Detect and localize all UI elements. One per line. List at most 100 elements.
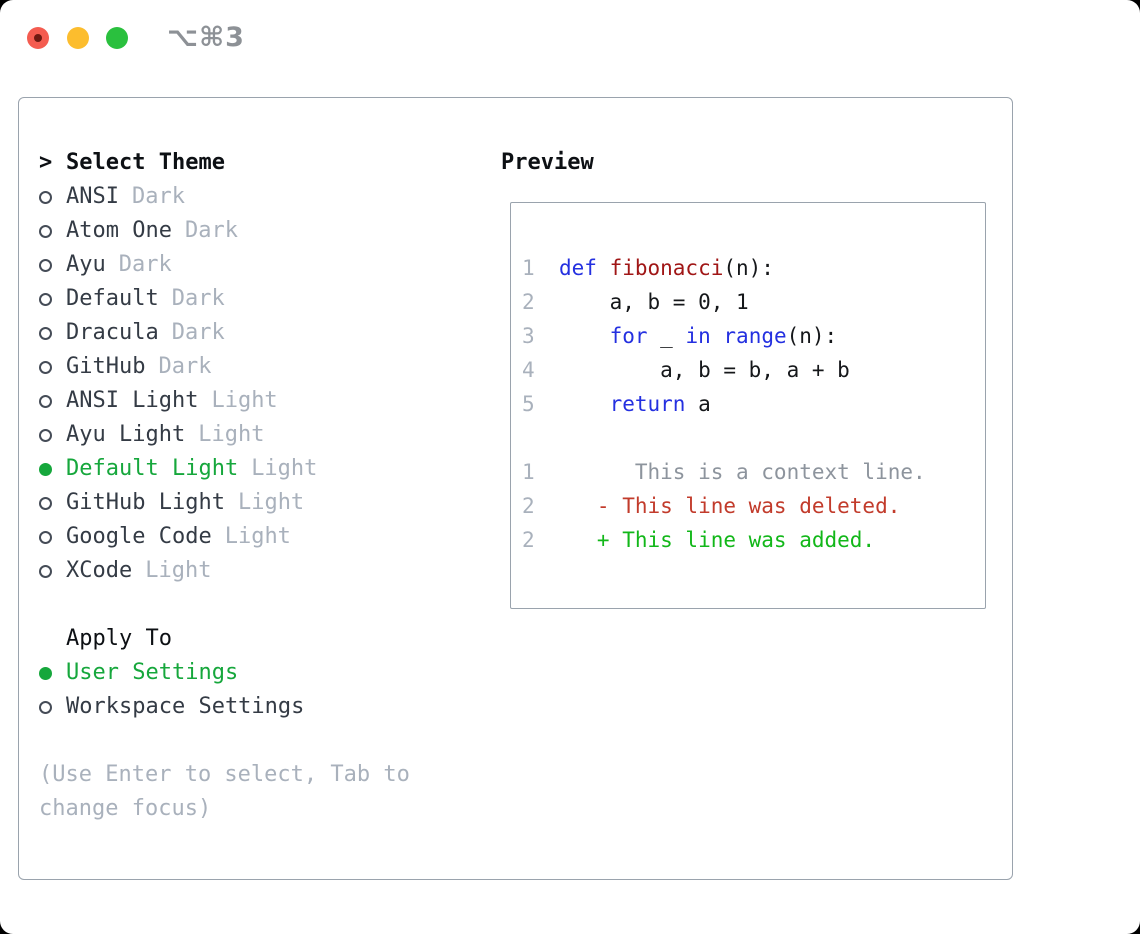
code-token: fibonacci <box>609 256 724 280</box>
code-line: 5 return a <box>522 387 975 421</box>
radio-icon <box>39 530 52 544</box>
option-variant-label: Light <box>224 524 291 549</box>
radio-icon <box>39 496 52 510</box>
prompt-icon: > <box>39 150 53 175</box>
radio-icon <box>39 292 52 306</box>
theme-list-title: Select Theme <box>66 150 225 175</box>
option-variant-label: Light <box>211 388 278 413</box>
option-label: ANSI Light <box>66 388 199 413</box>
code-line: 1 This is a context line. <box>522 455 975 489</box>
theme-list-header: > Select Theme <box>39 146 317 180</box>
option-label: User Settings <box>66 660 239 685</box>
code-token <box>559 392 610 416</box>
code-token: in <box>685 324 711 348</box>
code-token: a, b = 0, 1 <box>559 290 749 314</box>
theme-option[interactable]: Default Light Light <box>39 452 317 486</box>
code-token: - This line was deleted. <box>559 494 901 518</box>
code-token: a, b = b, a + b <box>559 358 850 382</box>
theme-option[interactable]: Google Code Light <box>39 520 317 554</box>
radio-icon <box>39 258 52 272</box>
code-token: (n): <box>723 256 774 280</box>
option-label: Google Code <box>66 524 212 549</box>
code-token <box>559 324 610 348</box>
option-variant-label: Dark <box>118 252 172 277</box>
option-variant-label: Dark <box>184 218 238 243</box>
theme-option[interactable]: ANSI Light Light <box>39 384 317 418</box>
theme-option[interactable]: Ayu Light Light <box>39 418 317 452</box>
code-token: a <box>685 392 711 416</box>
line-number: 2 <box>522 528 535 552</box>
radio-selected-icon <box>39 462 52 476</box>
code-token: (n): <box>786 324 838 348</box>
option-variant-label: Dark <box>171 286 225 311</box>
close-dot-icon <box>34 34 42 42</box>
line-number: 4 <box>522 358 535 382</box>
option-label: GitHub <box>66 354 146 379</box>
option-label: Ayu <box>66 252 106 277</box>
theme-option[interactable]: XCode Light <box>39 554 317 588</box>
option-label: Workspace Settings <box>66 694 305 719</box>
line-number: 3 <box>522 324 535 348</box>
code-token: return <box>609 392 686 416</box>
apply-to-header: Apply To <box>39 622 304 656</box>
option-variant-label: Light <box>237 490 305 515</box>
theme-option[interactable]: Atom One Dark <box>39 214 317 248</box>
apply-to-option[interactable]: Workspace Settings <box>39 690 304 724</box>
option-variant-label: Dark <box>131 184 185 209</box>
radio-icon <box>39 190 52 204</box>
radio-icon <box>39 326 52 340</box>
apply-to-option[interactable]: User Settings <box>39 656 304 690</box>
code-line: 4 a, b = b, a + b <box>522 353 975 387</box>
option-label: Default Light <box>66 456 239 481</box>
radio-selected-icon <box>39 666 52 680</box>
preview-title: Preview <box>501 150 594 175</box>
line-number: 1 <box>522 460 535 484</box>
radio-icon <box>39 428 52 442</box>
theme-option[interactable]: Default Dark <box>39 282 317 316</box>
code-line: 2 + This line was added. <box>522 523 975 557</box>
code-line: 2 a, b = 0, 1 <box>522 285 975 319</box>
radio-icon <box>39 394 52 408</box>
line-number: 2 <box>522 290 535 314</box>
close-button[interactable] <box>27 27 49 49</box>
option-label: Atom One <box>66 218 172 243</box>
theme-option[interactable]: Ayu Dark <box>39 248 317 282</box>
code-token: for <box>609 324 648 348</box>
apply-to-title: Apply To <box>66 626 172 651</box>
option-variant-label: Light <box>145 558 212 583</box>
help-text: (Use Enter to select, Tab to change focu… <box>39 762 410 821</box>
line-number: 1 <box>522 256 535 280</box>
keyboard-shortcut-label: ⌥⌘3 <box>167 22 245 53</box>
zoom-button[interactable] <box>106 27 128 49</box>
option-label: GitHub Light <box>66 490 225 515</box>
code-token: + This line was added. <box>559 528 876 552</box>
radio-icon <box>39 224 52 238</box>
option-variant-label: Light <box>198 422 265 447</box>
code-token: range <box>723 324 787 348</box>
radio-icon <box>39 360 52 374</box>
option-label: Ayu Light <box>66 422 186 447</box>
theme-option[interactable]: ANSI Dark <box>39 180 317 214</box>
code-line: 3 for _ in range(n): <box>522 319 975 353</box>
radio-icon <box>39 564 52 578</box>
theme-option[interactable]: GitHub Light Light <box>39 486 317 520</box>
minimize-button[interactable] <box>67 27 89 49</box>
code-blank-line <box>522 421 975 455</box>
code-token: def <box>559 256 610 280</box>
option-label: XCode <box>66 558 133 583</box>
option-label: ANSI <box>66 184 119 209</box>
code-token: _ <box>647 324 686 348</box>
option-variant-label: Dark <box>158 354 212 379</box>
option-label: Default <box>66 286 159 311</box>
code-token: This is a context line. <box>559 460 926 484</box>
theme-option[interactable]: GitHub Dark <box>39 350 317 384</box>
code-token <box>711 324 724 348</box>
option-variant-label: Light <box>251 456 318 481</box>
